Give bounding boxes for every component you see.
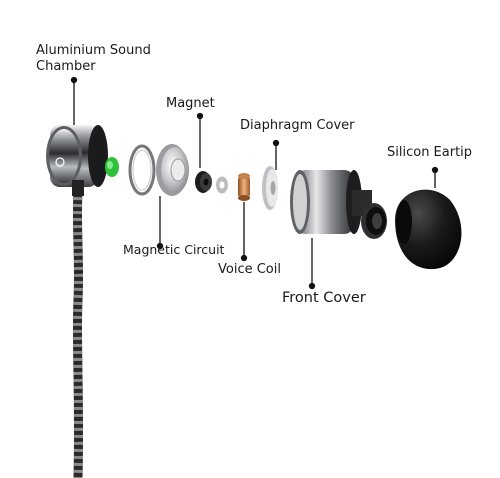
- small-washer: [216, 176, 228, 194]
- label-magnet: Magnet: [166, 96, 215, 111]
- label-magnetic-circuit: Magnetic Circuit: [123, 242, 225, 257]
- label-silicon-eartip: Silicon Eartip: [387, 145, 473, 160]
- magnet: [195, 171, 212, 193]
- label-aluminium-sound-chamber-line2: Chamber: [36, 59, 96, 74]
- washer-ring: [128, 144, 156, 196]
- label-voice-coil: Voice Coil: [218, 262, 281, 277]
- leader-lines: [70, 76, 439, 290]
- label-front-cover: Front Cover: [282, 290, 366, 306]
- magnetic-circuit: [156, 144, 189, 196]
- front-cover: [290, 170, 387, 239]
- diaphragm-cover: [262, 166, 278, 210]
- aluminium-sound-chamber: [46, 125, 119, 196]
- voice-coil: [238, 173, 250, 201]
- silicon-eartip: [395, 189, 462, 270]
- label-diaphragm-cover: Diaphragm Cover: [240, 118, 355, 133]
- cable: [72, 189, 84, 478]
- label-aluminium-sound-chamber-line1: Aluminium Sound: [36, 43, 151, 58]
